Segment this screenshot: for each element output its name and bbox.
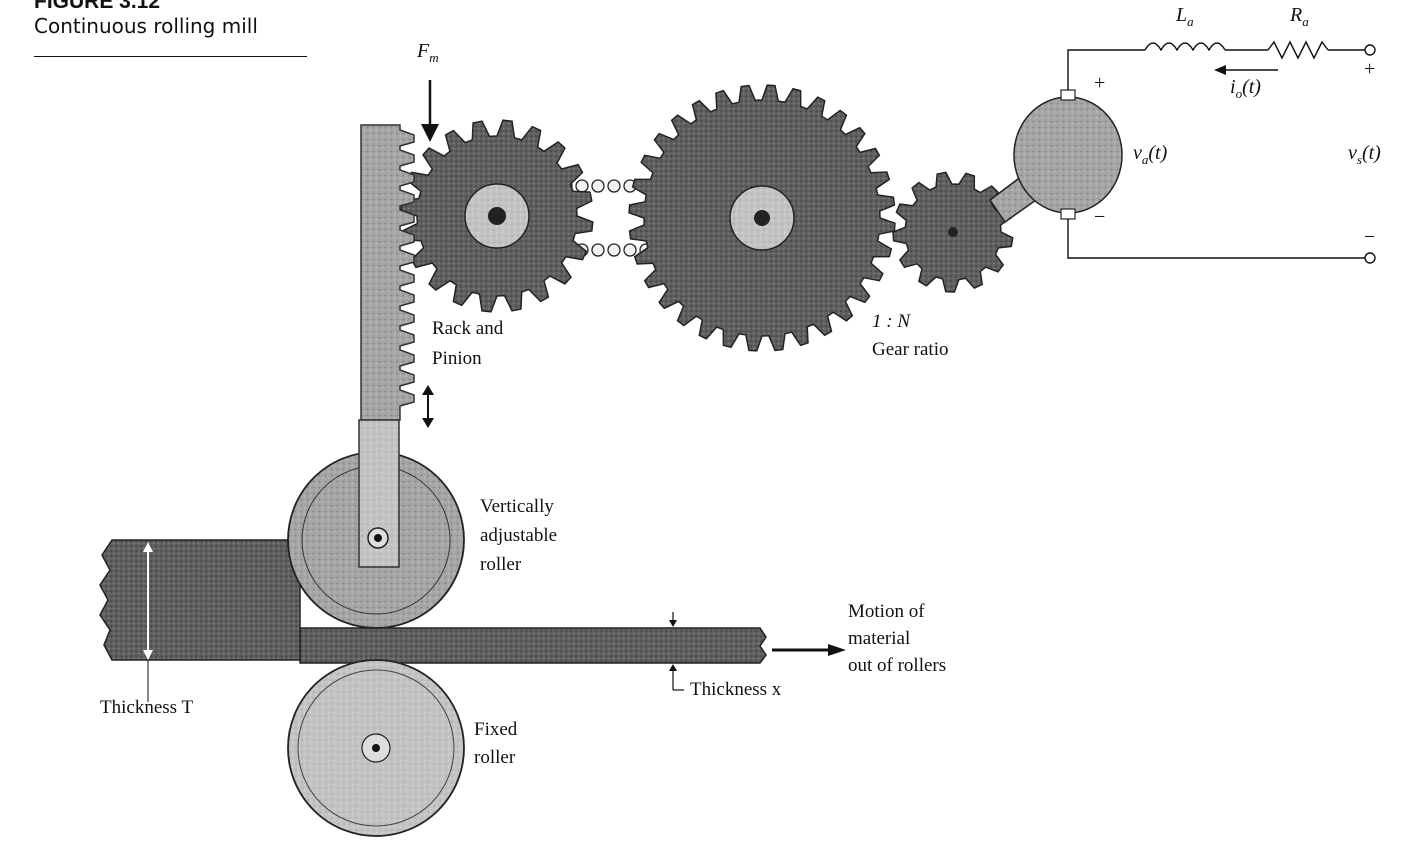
chain-link: [591, 243, 605, 257]
armature-circuit: [1067, 40, 1376, 264]
thickness-T-label: Thickness T: [100, 697, 194, 718]
adjustable-roller-label-line3: roller: [480, 554, 522, 575]
adjustable-roller-label-line2: adjustable: [480, 525, 558, 546]
chain-link: [575, 179, 589, 193]
fixed-roller-axle: [372, 744, 380, 752]
material-strip-thick: [99, 539, 301, 661]
rack-pinion-label-line2: Pinion: [432, 348, 482, 369]
chain-link: [623, 243, 637, 257]
inductor-coil: [1144, 42, 1226, 52]
rack-pinion-label-line1: Rack and: [432, 318, 504, 339]
caption-rule: [34, 56, 307, 57]
motion-label-line1: Motion of: [848, 601, 925, 622]
force-label: Fm: [417, 40, 439, 65]
adjustable-roller-label-line1: Vertically: [480, 496, 554, 517]
chain-link: [591, 179, 605, 193]
resistor-zigzag: [1267, 40, 1329, 60]
material-strip-thin: [299, 627, 767, 664]
chain-link: [607, 179, 621, 193]
motor-brush-bottom: [1060, 208, 1076, 220]
pinion-hub: [488, 207, 506, 225]
thickness-x-dimension: [669, 612, 684, 691]
force-arrow: [421, 80, 439, 142]
chain-link: [607, 243, 621, 257]
gear-ratio-label: Gear ratio: [872, 339, 949, 360]
armature-voltage-label: va(t): [1133, 142, 1168, 167]
motion-label-line3: out of rollers: [848, 655, 947, 676]
fixed-roller-label-line2: roller: [474, 747, 516, 768]
large-gear-hub: [754, 210, 770, 226]
armature-plus-sign: +: [1094, 72, 1106, 94]
current-label: io(t): [1230, 76, 1261, 101]
inductor-label: La: [1176, 4, 1194, 29]
figure-subtitle: Continuous rolling mill: [34, 14, 258, 38]
motor-gear-hub: [948, 227, 958, 237]
thickness-T-dimension: [143, 542, 153, 702]
motion-label-line2: material: [848, 628, 911, 649]
rack: [360, 124, 415, 421]
gear-ratio-value: 1 : N: [872, 311, 910, 332]
motor-brush-top: [1060, 89, 1076, 101]
vertical-motion-arrow: [422, 385, 434, 428]
fixed-roller-label-line1: Fixed: [474, 719, 518, 740]
thickness-x-label: Thickness x: [690, 679, 782, 700]
roller-axle-center: [374, 534, 382, 542]
dc-motor: [1013, 96, 1123, 214]
source-voltage-label: vs(t): [1348, 142, 1381, 167]
source-plus-sign: +: [1364, 58, 1376, 80]
fixed-roller-inner: [297, 669, 455, 827]
source-minus-sign: −: [1364, 226, 1376, 248]
figure-title: FIGURE 3.12: [34, 0, 161, 13]
armature-minus-sign: −: [1094, 206, 1106, 228]
resistor-label: Ra: [1290, 4, 1309, 29]
current-arrow: [1214, 65, 1278, 75]
motion-arrow: [772, 644, 846, 656]
